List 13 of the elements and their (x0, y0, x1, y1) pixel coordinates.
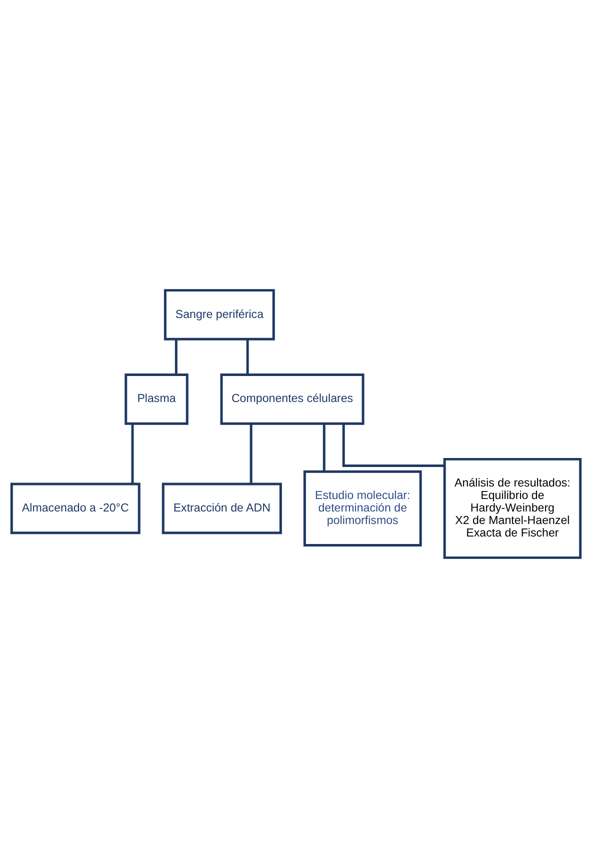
connector (342, 423, 445, 467)
connector (174, 338, 178, 374)
node-box: Componentes célulares (220, 373, 364, 424)
node-box: Plasma (124, 373, 188, 424)
node-box: Almacenado a -20°C (10, 482, 140, 534)
connector (246, 338, 249, 374)
node-box: Extracción de ADN (162, 482, 282, 534)
node-box: Análisis de resultados: Equilibrio de Hardy-Weinberg X2 de Mantel-Haenzel Exacta de Fischer (443, 457, 582, 558)
connector (322, 423, 326, 472)
connector (250, 423, 252, 484)
node-box: Estudio molecular: determinación de polimorfismos (303, 470, 422, 546)
connector (131, 423, 134, 484)
node-box: Sangre periférica (164, 288, 275, 340)
